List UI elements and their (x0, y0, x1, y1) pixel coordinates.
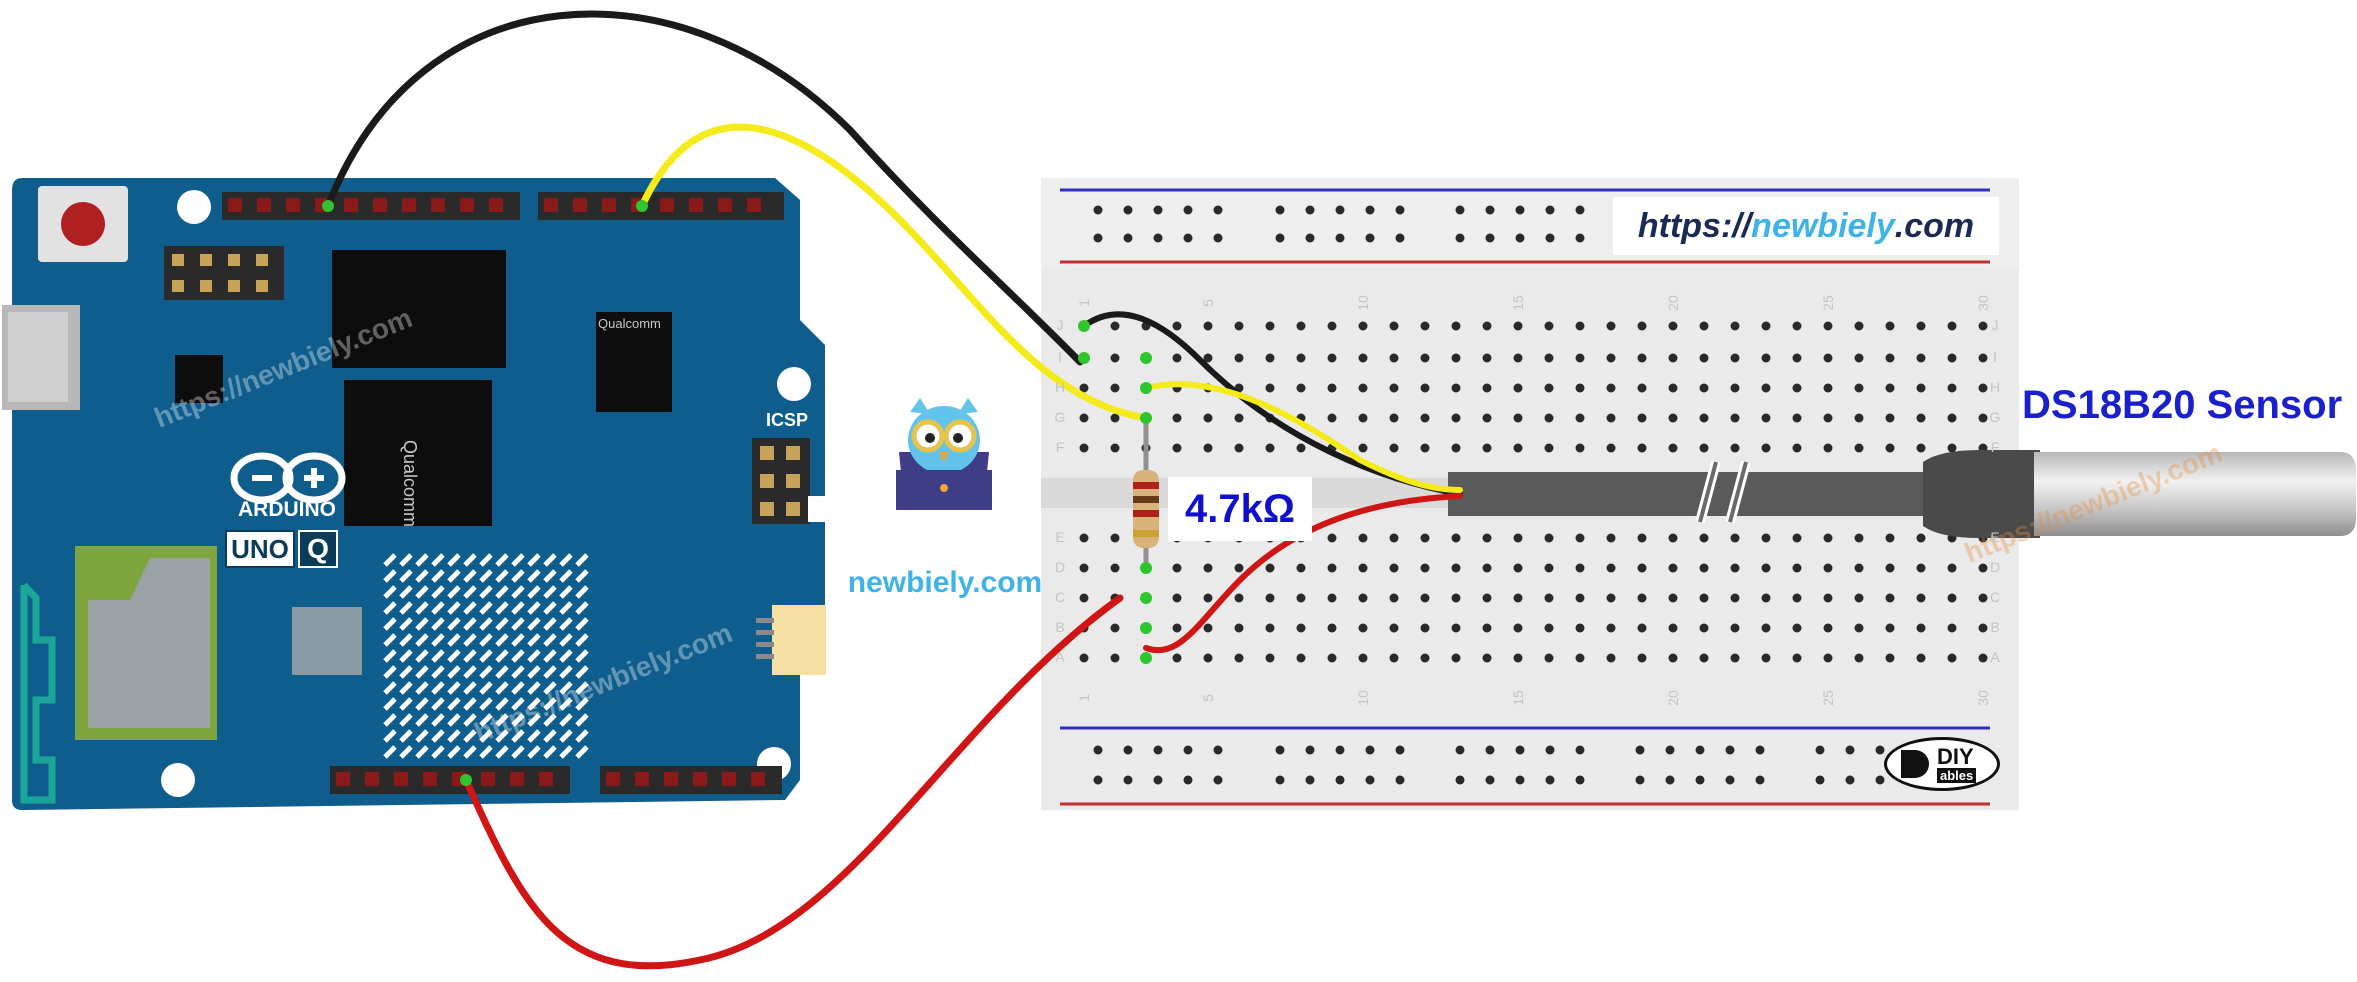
wire-red-sensor (1143, 493, 1463, 653)
sensor-cable (1448, 472, 1923, 516)
antenna (20, 582, 56, 804)
arduino-board (2, 178, 826, 810)
arduino-logo (230, 452, 346, 504)
chip-small (175, 355, 223, 403)
mounting-hole (161, 763, 195, 797)
breadboard-holes (1079, 321, 1988, 663)
chip (332, 250, 506, 368)
resistor (1133, 418, 1159, 568)
mounting-hole (777, 367, 811, 401)
sensor-cap (1923, 450, 2040, 538)
header-pins (228, 198, 761, 212)
mounting-hole (177, 190, 211, 224)
wire-yellow-sensor (1143, 381, 1463, 493)
chip-qualcomm (344, 380, 492, 526)
wire-endpoints (322, 200, 1152, 786)
newbiely-owl-mascot (896, 398, 992, 510)
chip-qualcomm-small (596, 312, 672, 412)
ds18b20-sensor (1448, 450, 2356, 538)
led-matrix (383, 553, 589, 759)
wire-red (462, 594, 1124, 970)
side-connector (772, 605, 826, 675)
header-pins (336, 772, 765, 786)
chip-grey (292, 607, 362, 675)
wire-yellow (638, 123, 1150, 422)
sensor-probe (2034, 452, 2356, 536)
wire-black (324, 10, 1084, 366)
wires (324, 10, 1463, 970)
